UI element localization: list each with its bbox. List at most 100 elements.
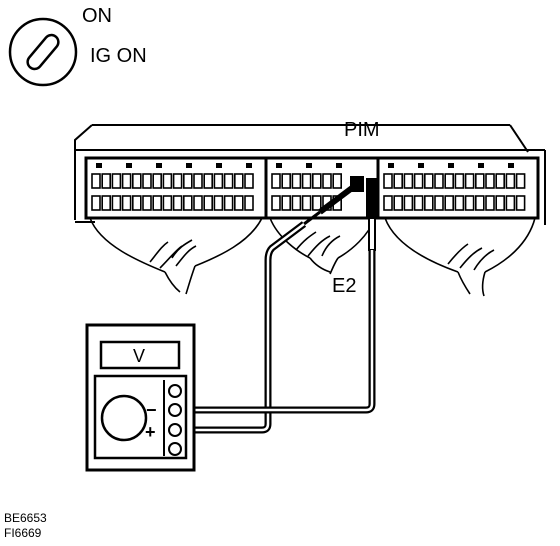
ignition-switch-icon xyxy=(8,17,78,87)
connector-pin xyxy=(213,195,224,211)
connector-pin xyxy=(183,195,193,211)
wire-harness-left xyxy=(89,217,263,295)
meter-plus-label: + xyxy=(145,422,156,442)
meter-jack-1 xyxy=(168,384,182,398)
connector-pin xyxy=(474,173,485,189)
connector-pin xyxy=(152,195,162,211)
ignition-on-label: ON xyxy=(82,5,112,27)
connector-latch xyxy=(276,163,282,168)
connector-pin xyxy=(172,195,183,211)
connector-pin xyxy=(454,173,465,189)
connector-latch xyxy=(96,163,102,168)
connector-pin xyxy=(474,195,485,211)
connector-pin xyxy=(223,195,234,211)
connector-pin xyxy=(162,195,173,211)
pim-terminal-label: PIM xyxy=(344,119,380,141)
figure-code-1: BE6653 xyxy=(4,511,47,525)
connector-pin xyxy=(281,195,292,211)
ignition-ig-on-label: IG ON xyxy=(90,45,147,67)
test-lead-positive-core xyxy=(176,223,305,432)
meter-jack-plus xyxy=(168,423,182,437)
e2-terminal-label: E2 xyxy=(332,275,356,297)
connector-pin xyxy=(203,173,213,189)
connector-pin xyxy=(111,173,122,189)
connector-pin xyxy=(444,173,455,189)
meter-jack-4 xyxy=(168,442,182,456)
connector-pin xyxy=(311,173,322,189)
connector-pin xyxy=(403,195,414,211)
connector-pin xyxy=(505,195,516,211)
connector-pin xyxy=(121,195,132,211)
connector-latch xyxy=(156,163,162,168)
connector-pin xyxy=(454,195,465,211)
connector-pin xyxy=(111,195,122,211)
connector-pin xyxy=(203,195,213,211)
connector-latch xyxy=(336,163,342,168)
connector-latch xyxy=(508,163,514,168)
connector-pin xyxy=(464,173,475,189)
connector-latch xyxy=(246,163,252,168)
connector-pin xyxy=(172,173,183,189)
connector-pin xyxy=(423,173,434,189)
meter-minus-label: − xyxy=(146,400,157,420)
connector-pin xyxy=(413,173,424,189)
connector-pin xyxy=(505,173,516,189)
connector-latch xyxy=(216,163,222,168)
connector-pin xyxy=(383,173,393,189)
connector-pin xyxy=(413,195,424,211)
connector-latch xyxy=(418,163,424,168)
connector-pin xyxy=(193,195,203,211)
connector-pin xyxy=(434,195,444,211)
connector-latch xyxy=(306,163,312,168)
connector-pin xyxy=(162,173,173,189)
connector-pin xyxy=(234,173,244,189)
connector-pin xyxy=(183,173,193,189)
connector-pin xyxy=(91,173,101,189)
connector-latch xyxy=(448,163,454,168)
connector-pin xyxy=(403,173,414,189)
connector-pin xyxy=(485,173,495,189)
voltmeter xyxy=(85,323,196,472)
connector-latch xyxy=(388,163,394,168)
connector-pin xyxy=(271,195,281,211)
wire-harness-middle xyxy=(269,217,376,275)
connector-pin xyxy=(132,195,142,211)
connector-pin xyxy=(234,195,244,211)
connector-pin xyxy=(91,195,101,211)
connector-pin xyxy=(311,195,322,211)
connector-pin xyxy=(244,173,254,189)
probe-pim xyxy=(303,176,364,226)
connector-block-left xyxy=(84,156,268,220)
connector-pin xyxy=(434,173,444,189)
connector-latch xyxy=(126,163,132,168)
connector-pin xyxy=(393,195,404,211)
connector-pin xyxy=(101,173,111,189)
connector-pin xyxy=(223,173,234,189)
connector-pin xyxy=(101,195,111,211)
connector-pin xyxy=(515,173,526,189)
test-lead-negative-core xyxy=(176,250,374,412)
connector-latch xyxy=(186,163,192,168)
connector-pin xyxy=(301,195,312,211)
test-lead-negative xyxy=(176,250,376,414)
connector-pin xyxy=(444,195,455,211)
connector-pin xyxy=(152,173,162,189)
connector-pin xyxy=(281,173,292,189)
connector-pin xyxy=(515,195,526,211)
connector-pin xyxy=(495,195,506,211)
meter-display-label: V xyxy=(133,346,145,366)
connector-pin xyxy=(383,195,393,211)
connector-block-right xyxy=(376,156,540,220)
connector-pin xyxy=(301,173,312,189)
connector-pin xyxy=(393,173,404,189)
figure-code-2: FI6669 xyxy=(4,526,42,540)
connector-pin xyxy=(291,173,302,189)
connector-pin xyxy=(423,195,434,211)
connector-pin xyxy=(132,173,142,189)
connector-pin xyxy=(271,173,281,189)
connector-pin xyxy=(213,173,224,189)
connector-pin xyxy=(464,195,475,211)
connector-latch xyxy=(478,163,484,168)
connector-pin xyxy=(142,173,152,189)
